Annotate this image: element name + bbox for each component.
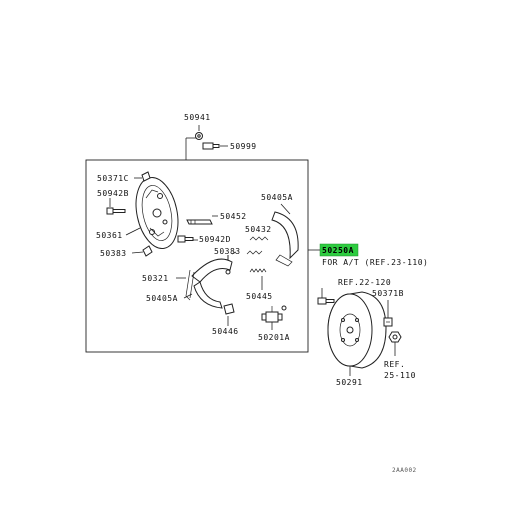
label-50361: 50361 (96, 231, 123, 240)
label-50321: 50321 (142, 274, 169, 283)
spring-50432-icon (246, 236, 269, 255)
bolt-50942b-icon (106, 207, 126, 215)
label-50452: 50452 (220, 212, 247, 221)
lever-50321-icon (185, 269, 195, 301)
label-50383-center: 50383 (214, 247, 241, 256)
label-50383-left: 50383 (100, 249, 127, 258)
pin-50383-left-icon (142, 245, 153, 257)
hub-nut-icon (388, 331, 402, 343)
hub-bolt-icon (317, 297, 335, 305)
bolt-50999-icon (202, 142, 220, 150)
label-50999: 50999 (230, 142, 257, 151)
brake-shoe-upper-icon (271, 211, 299, 267)
label-50942d: 50942D (199, 235, 231, 244)
label-ref-25-110-line1: REF. (384, 360, 405, 369)
label-50445: 50445 (246, 292, 273, 301)
label-ref-25-110-line2: 25-110 (384, 371, 416, 380)
backing-plate-icon (135, 177, 179, 249)
brake-drum-icon (327, 291, 387, 369)
assembly-box (85, 159, 309, 353)
spring-50445-icon (249, 268, 267, 290)
label-50405a-bottom: 50405A (146, 294, 178, 303)
label-50371b: 50371B (372, 289, 404, 298)
label-50250a[interactable]: 50250A (322, 246, 354, 255)
label-50446: 50446 (212, 327, 239, 336)
label-50371c: 50371C (97, 174, 129, 183)
label-50201a: 50201A (258, 333, 290, 342)
plug-50371b-icon (383, 317, 393, 327)
label-ref-22-120: REF.22-120 (338, 278, 391, 287)
wheel-cylinder-50201a-icon (261, 305, 287, 323)
brake-shoe-lower-icon (191, 258, 233, 309)
adjuster-50452-icon (186, 219, 213, 225)
bolt-50941-icon (195, 132, 203, 140)
label-50941: 50941 (184, 113, 211, 122)
clip-50371c-icon (141, 171, 151, 182)
label-50291: 50291 (336, 378, 363, 387)
nut-50942d-icon (177, 235, 194, 243)
diagram-code: 2AA002 (392, 467, 417, 474)
label-for-at-ref: FOR A/T (REF.23-110) (322, 258, 428, 267)
label-50942b: 50942B (97, 189, 129, 198)
label-50405a-top: 50405A (261, 193, 293, 202)
label-50432: 50432 (245, 225, 272, 234)
clip-50446-icon (223, 303, 235, 315)
